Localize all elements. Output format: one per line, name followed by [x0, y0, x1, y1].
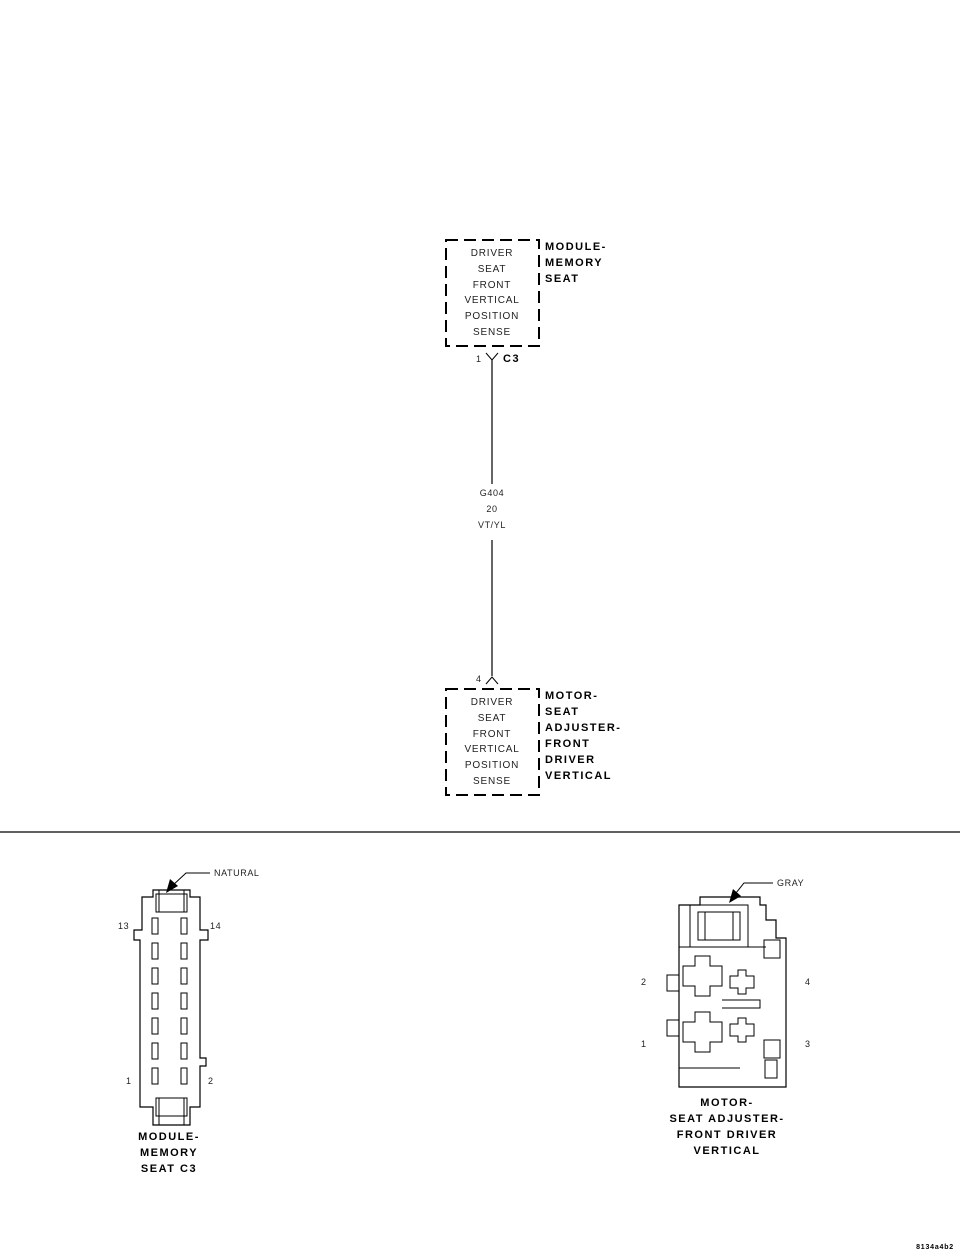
motor-title-4: FRONT	[545, 738, 590, 750]
left-caption-3: SEAT C3	[141, 1163, 197, 1175]
motor-connector-view: GRAY 2 4 1 3 MOTOR- SEAT ADJUSTER- FRONT…	[641, 878, 811, 1157]
terminal-cavity-3	[729, 1017, 755, 1043]
wire-gauge: 20	[486, 504, 497, 514]
motor-title-1: MOTOR-	[545, 690, 598, 702]
left-caption-1: MODULE-	[138, 1131, 200, 1143]
motor-housing	[678, 896, 787, 1088]
motor-title-2: SEAT	[545, 706, 580, 718]
motor-title-5: DRIVER	[545, 754, 596, 766]
terminal-cavity-1	[682, 1011, 723, 1053]
connector-bottom-symbol: 4	[476, 674, 499, 685]
connector-bottom-pin: 4	[476, 674, 482, 684]
right-caption-1: MOTOR-	[700, 1097, 753, 1109]
right-caption-3: FRONT DRIVER	[677, 1129, 778, 1141]
motor-line-5: POSITION	[465, 760, 519, 771]
motor-line-2: SEAT	[478, 713, 507, 724]
connector-housing	[133, 889, 209, 1126]
module-line-2: SEAT	[478, 264, 507, 275]
figure-id: 8134a4b2	[916, 1244, 954, 1251]
left-pin-1: 1	[126, 1076, 132, 1086]
motor-latch	[689, 904, 749, 948]
motor-line-4: VERTICAL	[464, 744, 519, 755]
module-line-5: POSITION	[465, 311, 519, 322]
connector-c3-symbol: 1 C3	[476, 352, 520, 365]
module-line-4: VERTICAL	[464, 295, 519, 306]
latch-top	[155, 893, 188, 913]
module-line-3: FRONT	[473, 280, 511, 291]
wire-circuit: G404	[480, 488, 504, 498]
right-caption-4: VERTICAL	[694, 1145, 761, 1157]
left-pin-14: 14	[210, 921, 221, 931]
motor-title-3: ADJUSTER-	[545, 722, 621, 734]
module-dashed-box	[445, 239, 540, 347]
motor-dashed-box	[445, 688, 540, 796]
connector-top-name: C3	[503, 353, 520, 365]
right-pin-3: 3	[805, 1039, 811, 1049]
pin-cavities	[151, 917, 188, 1085]
right-caption-2: SEAT ADJUSTER-	[669, 1113, 784, 1125]
motor-title-6: VERTICAL	[545, 770, 612, 782]
motor-seat-adjuster-block: DRIVER SEAT FRONT VERTICAL POSITION SENS…	[445, 688, 621, 796]
right-color-label: GRAY	[777, 878, 804, 888]
latch-bottom	[155, 1097, 188, 1117]
motor-line-6: SENSE	[473, 776, 511, 787]
module-title-1: MODULE-	[545, 241, 607, 253]
left-pin-2: 2	[208, 1076, 214, 1086]
right-pin-4: 4	[805, 977, 811, 987]
connector-top-pin: 1	[476, 354, 482, 364]
module-line-6: SENSE	[473, 327, 511, 338]
right-pin-1: 1	[641, 1039, 647, 1049]
terminal-cavity-4	[729, 969, 755, 995]
gray-leader	[735, 882, 773, 894]
natural-leader	[171, 872, 210, 887]
left-pin-13: 13	[118, 921, 129, 931]
leader-arrow-icon	[729, 889, 741, 903]
left-caption-2: MEMORY	[140, 1147, 198, 1159]
module-memory-seat-block: DRIVER SEAT FRONT VERTICAL POSITION SENS…	[445, 239, 607, 347]
male-terminal-icon	[485, 676, 499, 685]
module-title-2: MEMORY	[545, 257, 603, 269]
motor-line-3: FRONT	[473, 729, 511, 740]
female-terminal-icon	[485, 352, 499, 361]
terminal-cavity-2	[682, 955, 723, 997]
module-title-3: SEAT	[545, 273, 580, 285]
wire-label: G404 20 VT/YL	[478, 488, 506, 530]
wire-color: VT/YL	[478, 520, 506, 530]
leader-arrow-icon	[166, 879, 178, 893]
left-color-label: NATURAL	[214, 868, 260, 878]
module-c3-connector-view: NATURAL 13 14 1 2 MODULE- MEMORY SEAT C3	[118, 868, 260, 1175]
right-pin-2: 2	[641, 977, 647, 987]
motor-line-1: DRIVER	[471, 697, 514, 708]
module-line-1: DRIVER	[471, 248, 514, 259]
